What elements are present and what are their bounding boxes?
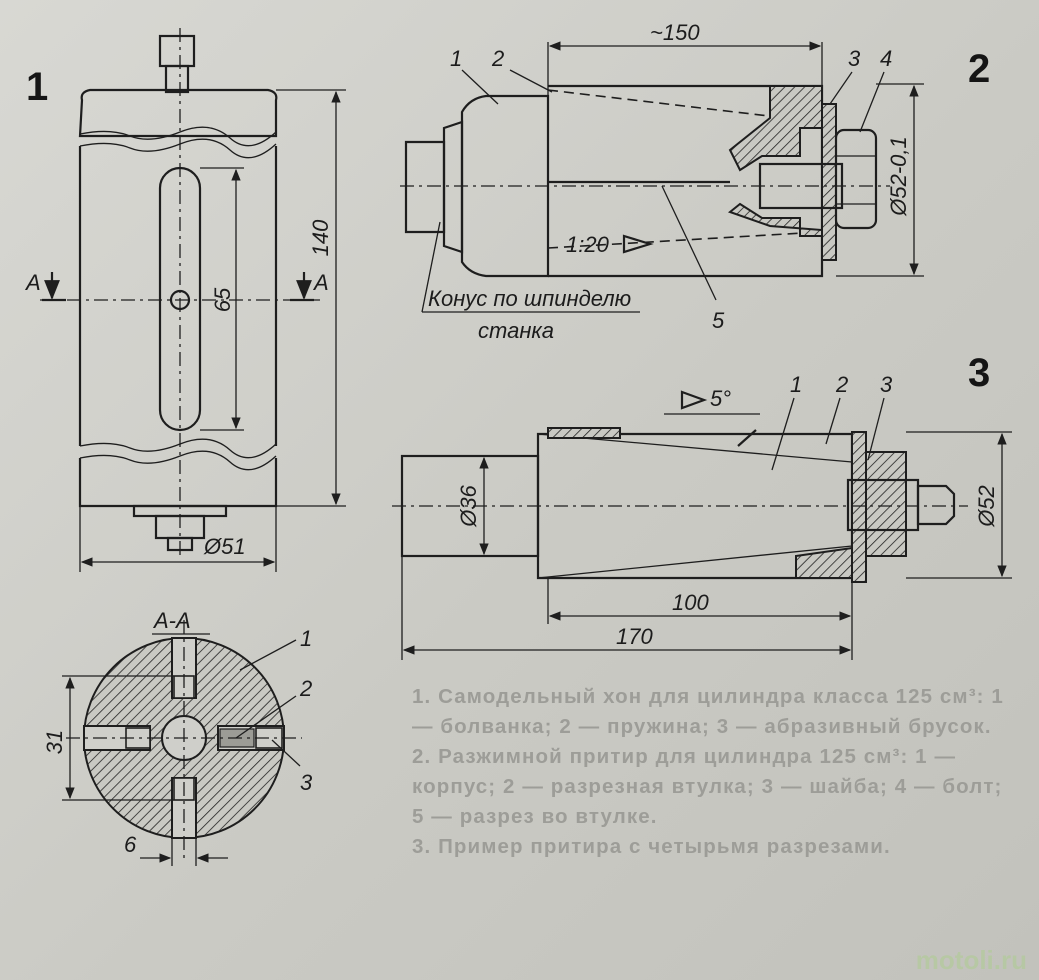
dim-65-label: 65 [210,287,235,312]
fig2-callout-5: 5 [712,308,725,333]
taper-label: 1:20 [566,232,610,257]
leader [509,69,553,93]
leader [771,397,795,471]
fig3-angle-label: 5° [710,386,731,411]
leader [461,69,499,105]
figure-1: 1 140 65 Ø51 [24,28,346,572]
section-callout-3: 3 [300,770,313,795]
bolt-head [834,128,878,230]
fig2-note-line1: Конус по шпинделю [428,286,631,311]
top-screw-head [158,34,196,68]
leader-1 [239,639,297,671]
angle-tick [737,429,757,447]
figure-1-number: 1 [26,65,48,109]
leader [859,71,885,133]
bottom-end-block [78,458,278,508]
dim-150-label: ~150 [650,20,700,45]
dim-51-label: Ø51 [203,534,246,559]
leader-5 [661,185,717,301]
fig3-callout-1: 1 [790,372,802,397]
break-line-bottom [79,438,277,459]
fig3-dim-100-label: 100 [672,590,709,615]
taper-symbol [622,234,654,254]
note-leader [421,221,441,313]
fig3-washer [851,431,867,583]
section-callout-2: 2 [299,676,312,701]
figure-3-number: 3 [968,351,990,395]
figure-2-number: 2 [968,47,990,91]
spindle-shank [404,140,446,234]
dim-52-label: Ø52-0,1 [886,136,911,217]
fig3-dim-36-label: Ø36 [456,484,481,527]
fig3-dim-52-label: Ø52 [974,485,999,528]
leader [829,71,853,105]
break-line-top [79,126,277,147]
fig3-nut [865,451,907,557]
fig3-bottom-block [795,546,853,579]
caption-item-3: 3. Пример притира с четырьмя разрезами. [412,835,891,858]
leader-2 [235,695,297,739]
fig2-callout-3: 3 [848,46,861,71]
fig3-bolt-end [916,484,956,526]
break-line-top-2 [79,138,277,159]
bottom-screw-end [166,536,194,552]
section-aa: A-A 31 6 1 2 3 [42,608,313,866]
figure-2: 2 ~150 Ø52-0,1 1:20 1 [400,20,990,343]
fig2-callout-1: 1 [450,46,462,71]
fig2-callout-2: 2 [491,46,504,71]
body-outline [78,146,278,446]
shank-collar [442,120,464,254]
leader [825,397,841,445]
fig3-callout-2: 2 [835,372,848,397]
caption-item-2: 2. Разжимной притир для цилиндра 125 см³… [412,745,1003,828]
fig3-dim-170-label: 170 [616,624,653,649]
angle-symbol [680,390,708,410]
top-screw-shank [164,64,190,94]
leader [867,397,885,461]
section-mark-left: A [24,270,41,295]
caption-item-1: 1. Самодельный хон для цилиндра класса 1… [412,685,1004,738]
break-line-bottom-2 [79,450,277,471]
section-aa-title: A-A [152,608,191,633]
watermark: motoli.ru [915,945,1027,975]
dim-6-label: 6 [124,832,137,857]
fig2-note-line2: станка [478,318,554,343]
figure-3: 3 5° 1 2 3 Ø36 Ø52 [392,351,1012,660]
section-mark-right: A [312,270,329,295]
section-callout-1: 1 [300,626,312,651]
dim-31-label: 31 [42,730,67,754]
fig3-callout-3: 3 [880,372,893,397]
dim-140-label: 140 [308,219,333,256]
taper-line-bottom [547,231,821,249]
leader-3 [271,739,301,767]
washer-3 [821,103,837,261]
caption: 1. Самодельный хон для цилиндра класса 1… [412,682,1012,862]
cone-line-bottom [537,545,853,579]
fig3-top-strip [547,427,621,439]
fig2-callout-4: 4 [880,46,892,71]
sleeve-end-top [728,85,823,172]
top-end-block [78,88,278,138]
